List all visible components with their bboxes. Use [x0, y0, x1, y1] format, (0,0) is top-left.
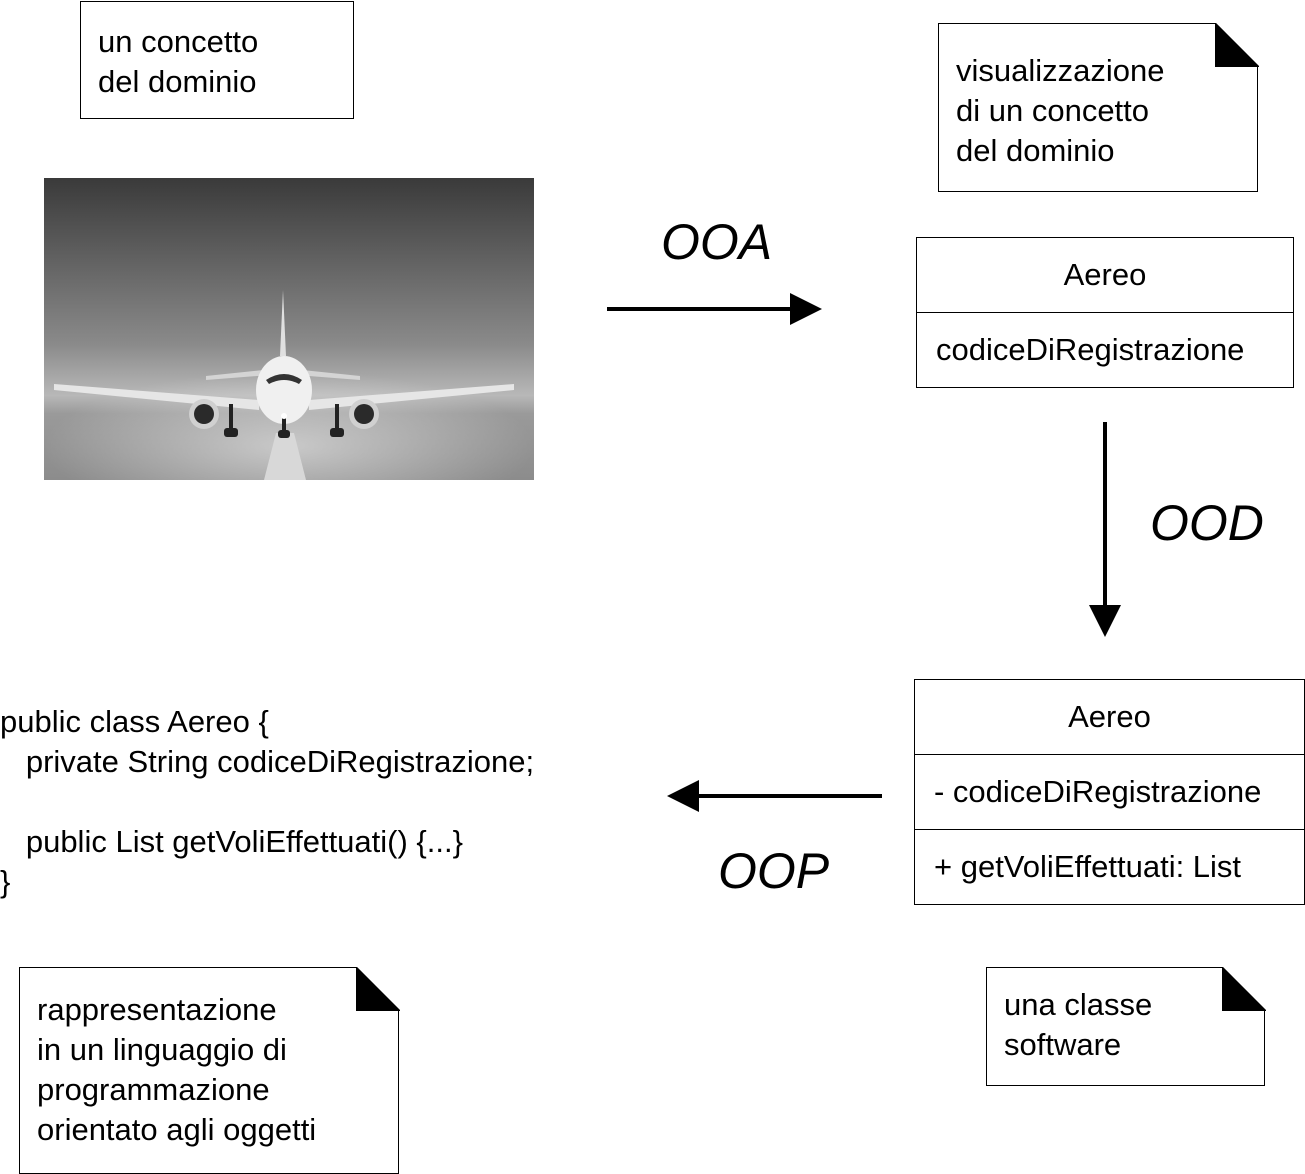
note-visualization: visualizzazione di un concetto del domin… — [938, 22, 1259, 192]
class-attribute: - codiceDiRegistrazione — [915, 754, 1304, 829]
ood-label: OOD — [1150, 495, 1264, 551]
oop-arrow — [667, 780, 882, 812]
note-line: programmazione — [37, 1072, 270, 1107]
note-line: una classe — [1004, 987, 1153, 1022]
domain-model-class: Aereo codiceDiRegistrazione — [916, 237, 1294, 388]
note-line: visualizzazione — [956, 53, 1165, 88]
code-line: } — [0, 864, 11, 899]
note-line: in un linguaggio di — [37, 1032, 287, 1067]
code-line: public class Aereo { — [0, 704, 269, 739]
code-listing: public class Aereo { private String codi… — [0, 702, 534, 902]
class-name: Aereo — [1063, 257, 1147, 292]
note-line: software — [1004, 1027, 1122, 1062]
oop-label: OOP — [718, 843, 830, 899]
note-software-class: una classe software — [986, 966, 1266, 1086]
note-line: di un concetto — [956, 93, 1150, 128]
note-representation: rappresentazione in un linguaggio di pro… — [19, 966, 400, 1174]
ood-arrow — [1089, 422, 1121, 637]
note-line: del dominio — [956, 133, 1115, 168]
airplane-photo — [44, 178, 534, 480]
code-line — [0, 782, 534, 822]
class-method: + getVoliEffettuati: List — [915, 829, 1304, 903]
note-fold-icon — [355, 966, 400, 1011]
note-fold-icon — [1221, 966, 1266, 1011]
code-line: private String codiceDiRegistrazione; — [0, 744, 535, 779]
note-fold-icon — [1214, 22, 1259, 67]
code-line: public List getVoliEffettuati() {...} — [0, 824, 463, 859]
note-line: rappresentazione — [37, 992, 277, 1027]
class-attribute: codiceDiRegistrazione — [917, 312, 1293, 386]
ooa-label: OOA — [661, 214, 773, 270]
class-name: Aereo — [1068, 699, 1151, 734]
design-class: Aereo - codiceDiRegistrazione + getVoliE… — [914, 679, 1305, 905]
note-domain-concept: un concetto del dominio — [80, 1, 354, 119]
note-line: del dominio — [98, 64, 257, 99]
ooa-arrow — [607, 293, 822, 325]
note-line: orientato agli oggetti — [37, 1112, 317, 1147]
note-line: un concetto — [98, 24, 259, 59]
